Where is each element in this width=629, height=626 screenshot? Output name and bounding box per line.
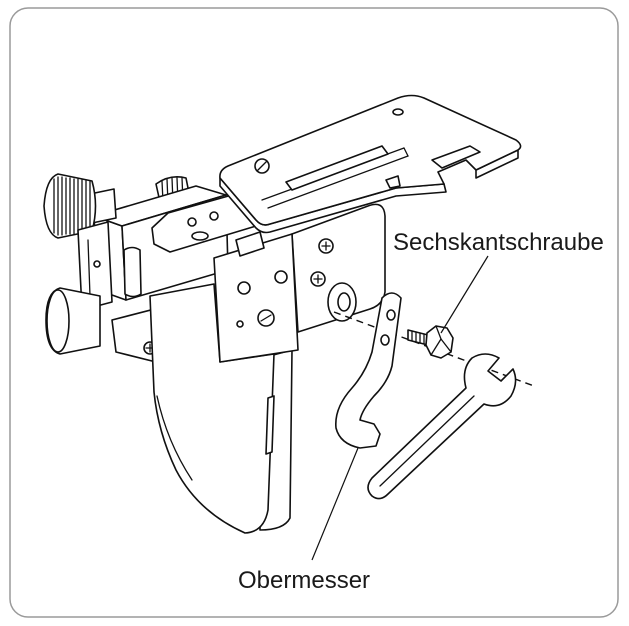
mounting-plate-hole xyxy=(274,270,288,284)
side-pin xyxy=(123,246,142,298)
wrench xyxy=(367,353,517,500)
left-bracket-pin xyxy=(93,260,101,268)
pivot-roller-hole xyxy=(337,292,351,312)
screw-slot xyxy=(260,314,272,322)
pivot-roller xyxy=(327,282,357,322)
left-bracket-slot xyxy=(87,239,91,297)
hex-face-line xyxy=(430,338,442,356)
upper-knife xyxy=(335,292,402,449)
leader-line-hex-screw xyxy=(440,255,489,334)
top-plate-slot-line xyxy=(403,147,409,157)
top-plate-rail xyxy=(285,145,389,191)
lower-knife xyxy=(149,283,293,534)
wrench-bevel-line xyxy=(379,395,475,487)
leader-line-upper-knife xyxy=(311,447,359,561)
top-plate-pin xyxy=(385,175,401,189)
lower-roller xyxy=(45,287,101,355)
roller-face xyxy=(46,289,70,353)
upper-knife-body xyxy=(335,292,402,449)
guide-bracket-slot xyxy=(191,231,209,241)
side-plate-body xyxy=(291,203,386,333)
lower-knife-blade xyxy=(149,283,275,534)
mounting-plate-body xyxy=(213,233,299,363)
label-hex-screw: Sechskantschraube xyxy=(393,229,604,256)
top-plate xyxy=(219,94,522,234)
mounting-plate-hole xyxy=(237,281,251,295)
upper-knife-hole xyxy=(380,334,390,346)
side-plate xyxy=(291,203,386,333)
guide-tab xyxy=(235,231,265,257)
large-knurled-knob xyxy=(43,173,117,239)
guide-bracket-hole xyxy=(209,211,219,221)
top-plate-slot-line xyxy=(267,155,409,209)
front-mounting-plate xyxy=(213,233,299,363)
guide-bracket-hole xyxy=(187,217,197,227)
lower-knife-edge xyxy=(156,395,193,481)
top-plate-oval xyxy=(392,108,404,116)
top-plate-tongue xyxy=(431,145,481,169)
label-upper-knife: Obermesser xyxy=(238,567,370,594)
hole-slash xyxy=(256,160,268,172)
hex-screw xyxy=(407,325,454,359)
left-bracket xyxy=(77,221,113,311)
lower-knife-slot xyxy=(265,395,275,455)
upper-knife-hole xyxy=(386,309,396,321)
mounting-plate-pin xyxy=(236,320,244,328)
